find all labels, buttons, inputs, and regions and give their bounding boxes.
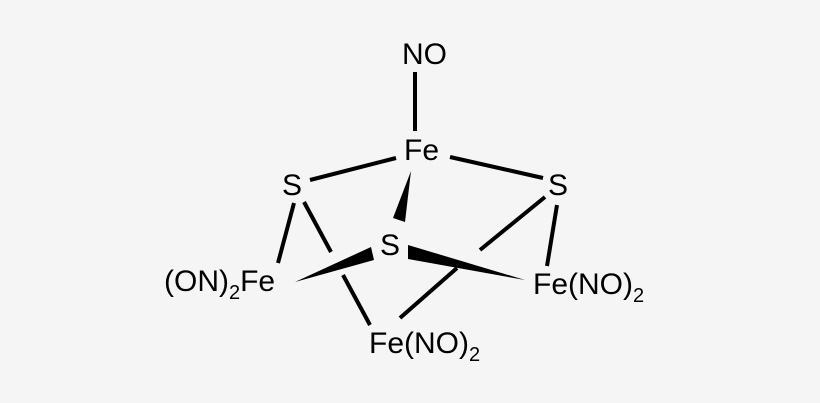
- wedge-s-center-fe-left: [295, 247, 374, 282]
- atom-fe-bottom: Fe(NO)2: [369, 327, 480, 366]
- atom-fe-left: (ON)2Fe: [164, 265, 276, 304]
- wedge-s-center-fe-right: [408, 245, 525, 280]
- bond-s-right-fe-right: [545, 204, 559, 267]
- wedge-fe-top-s-center: [393, 171, 411, 222]
- bond-s-left-fe-left: [276, 202, 296, 264]
- fe-bottom-prefix: Fe(NO): [369, 327, 469, 360]
- atom-nitrosyl-top: NO: [402, 38, 447, 71]
- bond-s-right-fe-bottom-b: [398, 266, 459, 320]
- bond-s-left-fe-bottom-b: [341, 274, 372, 326]
- bond-fe-top-s-left: [309, 156, 397, 182]
- fe-left-suffix: Fe: [240, 265, 276, 298]
- fe-right-prefix: Fe(NO): [533, 268, 633, 301]
- atom-s-left: S: [282, 169, 303, 202]
- atom-fe-right: Fe(NO)2: [533, 268, 644, 307]
- atom-s-right: S: [548, 169, 569, 202]
- fe-left-subscript: 2: [228, 282, 241, 304]
- fe-left-prefix: (ON): [164, 265, 229, 298]
- bond-fe-top-s-right: [449, 155, 544, 180]
- bond-s-right-fe-bottom-a: [478, 195, 547, 252]
- bond-s-left-fe-bottom-a: [302, 201, 333, 253]
- fe-bottom-subscript: 2: [469, 344, 481, 366]
- fe-right-subscript: 2: [633, 285, 645, 307]
- atom-fe-top: Fe: [404, 134, 440, 167]
- atom-s-center: S: [380, 229, 401, 262]
